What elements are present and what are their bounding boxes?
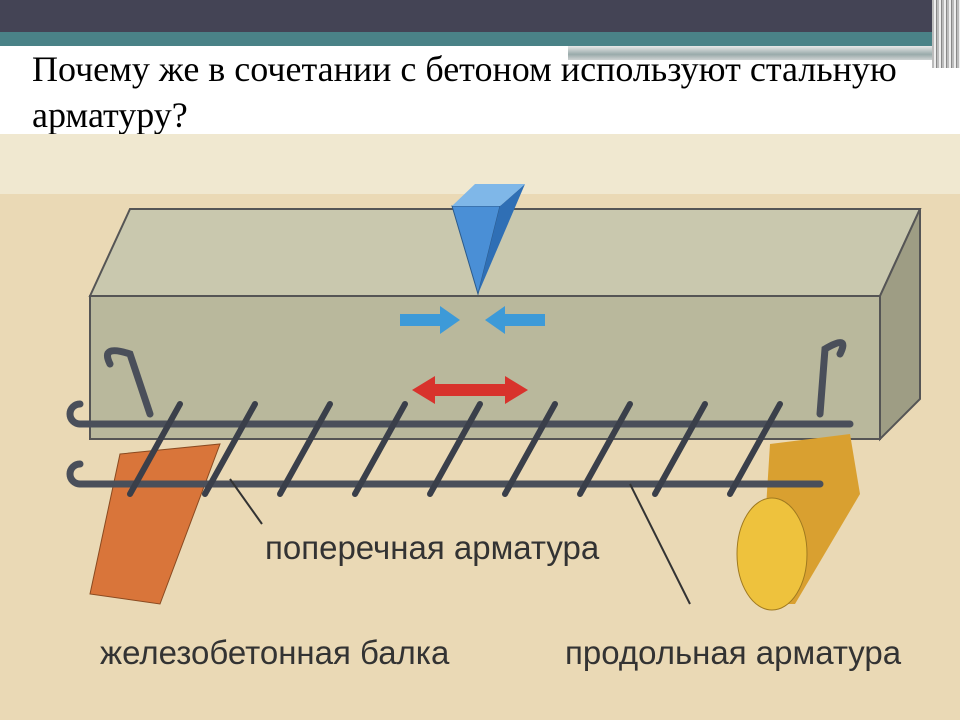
tension-arrow — [412, 376, 528, 404]
right-support — [736, 434, 860, 611]
reinforced-beam-illustration: поперечная арматура железобетонная балка… — [0, 134, 960, 720]
header-bar — [0, 0, 960, 32]
slide-title: Почему же в сочетании с бетоном использу… — [32, 49, 897, 135]
accent-stripe-grey — [568, 46, 940, 60]
accent-stripe — [0, 32, 935, 46]
label-longitudinal-rebar: продольная арматура — [565, 634, 902, 671]
reinforcement — [66, 339, 854, 488]
stirrups — [127, 401, 783, 497]
corner-decoration — [932, 0, 960, 68]
beam-front — [89, 295, 881, 440]
compression-arrows — [400, 306, 545, 334]
label-reinforced-beam: железобетонная балка — [100, 634, 450, 671]
label-transverse-rebar: поперечная арматура — [265, 529, 600, 566]
